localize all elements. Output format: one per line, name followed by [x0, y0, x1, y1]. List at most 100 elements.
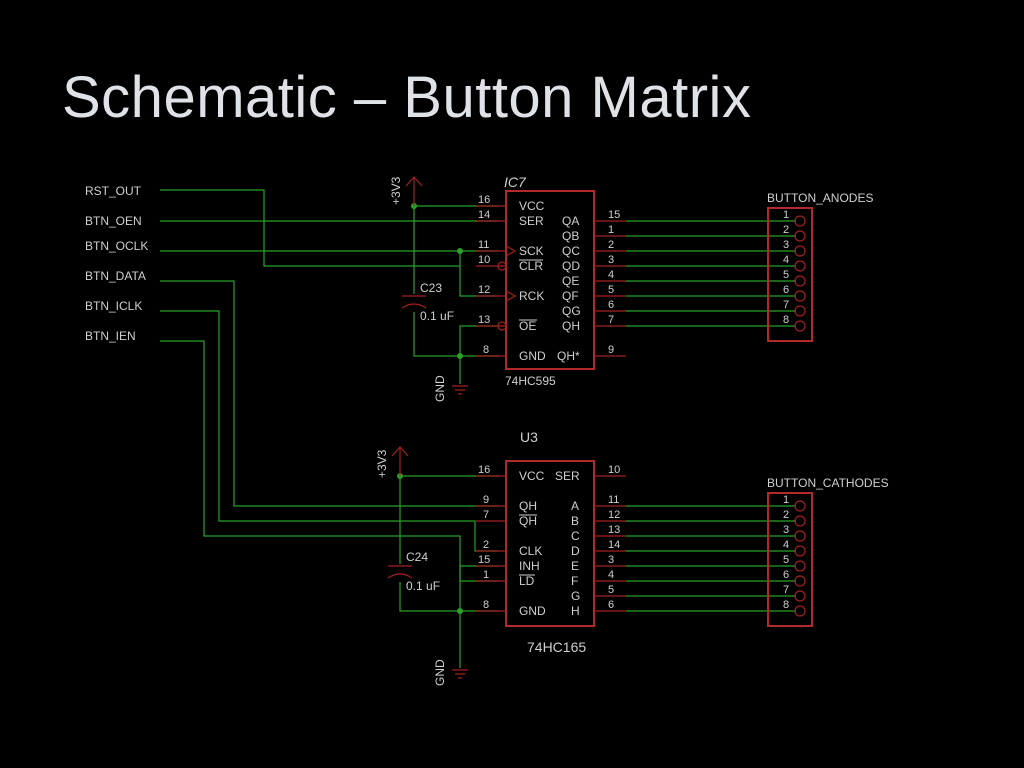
connector-name: BUTTON_ANODES	[767, 191, 873, 205]
pin-number: 16	[478, 464, 490, 476]
ic7-part: 74HC595	[505, 374, 556, 388]
capacitor-value: 0.1 uF	[406, 579, 440, 593]
u3-designator: U3	[520, 429, 538, 445]
pin-name: B	[571, 514, 579, 528]
pin-number: 7	[608, 314, 614, 326]
pin-number: 15	[478, 554, 490, 566]
connector-pin-number: 6	[783, 284, 789, 296]
connector-pin-number: 4	[783, 539, 789, 551]
pin-number: 14	[608, 539, 620, 551]
supply-label: +3V3	[389, 176, 403, 205]
connector-pin-number: 6	[783, 569, 789, 581]
pin-number: 1	[483, 569, 489, 581]
ic7-designator: IC7	[504, 174, 527, 190]
connector-pin-number: 8	[783, 599, 789, 611]
slide-title: Schematic – Button Matrix	[62, 65, 752, 130]
pin-number: 9	[608, 344, 614, 356]
pin-name: SER	[555, 469, 580, 483]
pin-name: QF	[562, 289, 579, 303]
pin-number: 11	[478, 239, 489, 251]
connector-pin-number: 1	[783, 209, 789, 221]
capacitor-value: 0.1 uF	[420, 309, 454, 323]
ic7-chip: IC7 74HC595 16 14 11 10 12 13 8 VCC SER …	[476, 174, 626, 388]
pin-name: QH	[519, 514, 537, 528]
pin-name: SCK	[519, 244, 544, 258]
pin-name: SER	[519, 214, 544, 228]
pin-number: 7	[483, 509, 489, 521]
net-label-btn-iclk: BTN_ICLK	[85, 299, 142, 313]
pin-name: CLR	[519, 259, 543, 273]
net-label-btn-ien: BTN_IEN	[85, 329, 136, 343]
pin-name: QA	[562, 214, 579, 228]
pin-name: QC	[562, 244, 580, 258]
pin-number: 10	[608, 464, 620, 476]
pin-number: 11	[608, 494, 619, 506]
capacitor-c24: C24 0.1 uF	[387, 550, 440, 593]
pin-name: VCC	[519, 469, 545, 483]
pin-number: 9	[483, 494, 489, 506]
supply-label: +3V3	[375, 449, 389, 478]
connector-pin-number: 5	[783, 269, 789, 281]
pin-name: QB	[562, 229, 579, 243]
pin-name: E	[571, 559, 579, 573]
connector-pin-number: 8	[783, 314, 789, 326]
junction-dot	[457, 353, 463, 359]
pin-number: 13	[478, 314, 490, 326]
u3-part: 74HC165	[527, 639, 586, 655]
connector-pin-number: 1	[783, 494, 789, 506]
pin-number: 2	[483, 539, 489, 551]
pin-number: 8	[483, 344, 489, 356]
pin-number: 5	[608, 584, 614, 596]
pin-name: C	[571, 529, 580, 543]
pin-name: VCC	[519, 199, 545, 213]
pin-name: D	[571, 544, 580, 558]
pin-name: QD	[562, 259, 580, 273]
connector-name: BUTTON_CATHODES	[767, 476, 889, 490]
pin-number: 3	[608, 254, 614, 266]
pin-name: OE	[519, 319, 536, 333]
pin-name: QH	[519, 499, 537, 513]
pin-name: LD	[519, 574, 535, 588]
pin-number: 10	[478, 254, 490, 266]
pin-number: 8	[483, 599, 489, 611]
pin-number: 12	[478, 284, 490, 296]
pin-name: CLK	[519, 544, 542, 558]
pin-number: 6	[608, 299, 614, 311]
pin-name: G	[571, 589, 580, 603]
connector-pin-number: 3	[783, 524, 789, 536]
pin-number: 12	[608, 509, 620, 521]
pin-number: 16	[478, 194, 490, 206]
pin-name: RCK	[519, 289, 544, 303]
net-label-btn-data: BTN_DATA	[85, 269, 146, 283]
net-label-btn-oclk: BTN_OCLK	[85, 239, 148, 253]
capacitor-c23: C23 0.1 uF	[401, 281, 454, 323]
pin-name: F	[571, 574, 578, 588]
connector-pin-number: 2	[783, 224, 789, 236]
supply-symbol-u3: +3V3	[375, 446, 409, 478]
pin-name: INH	[519, 559, 540, 573]
pin-number: 2	[608, 239, 614, 251]
supply-symbol-ic7: +3V3	[389, 176, 423, 206]
pin-number: 13	[608, 524, 620, 536]
ground-symbol-u3: GND	[433, 659, 468, 686]
connector-button-anodes: BUTTON_ANODES 1 2 3 4 5 6 7 8	[767, 191, 873, 342]
pin-name: H	[571, 604, 580, 618]
u3-chip: U3 74HC165 16 9 7 2 15 1 8 VCC QH QH CLK…	[476, 429, 626, 655]
pin-name: GND	[519, 604, 546, 618]
connector-button-cathodes: BUTTON_CATHODES 1 2 3 4 5 6 7 8	[767, 476, 889, 627]
pin-number: 4	[608, 269, 614, 281]
pin-number: 3	[608, 554, 614, 566]
pin-name: A	[571, 499, 579, 513]
pin-number: 15	[608, 209, 620, 221]
capacitor-ref: C24	[406, 550, 428, 564]
junction-dot	[457, 248, 463, 254]
ground-symbol-ic7: GND	[433, 375, 468, 402]
pin-number: 4	[608, 569, 614, 581]
pin-name: QE	[562, 274, 579, 288]
ground-label: GND	[433, 659, 447, 686]
connector-pin-number: 7	[783, 299, 789, 311]
net-label-btn-oen: BTN_OEN	[85, 214, 142, 228]
ground-label: GND	[433, 375, 447, 402]
connector-pin-number: 7	[783, 584, 789, 596]
